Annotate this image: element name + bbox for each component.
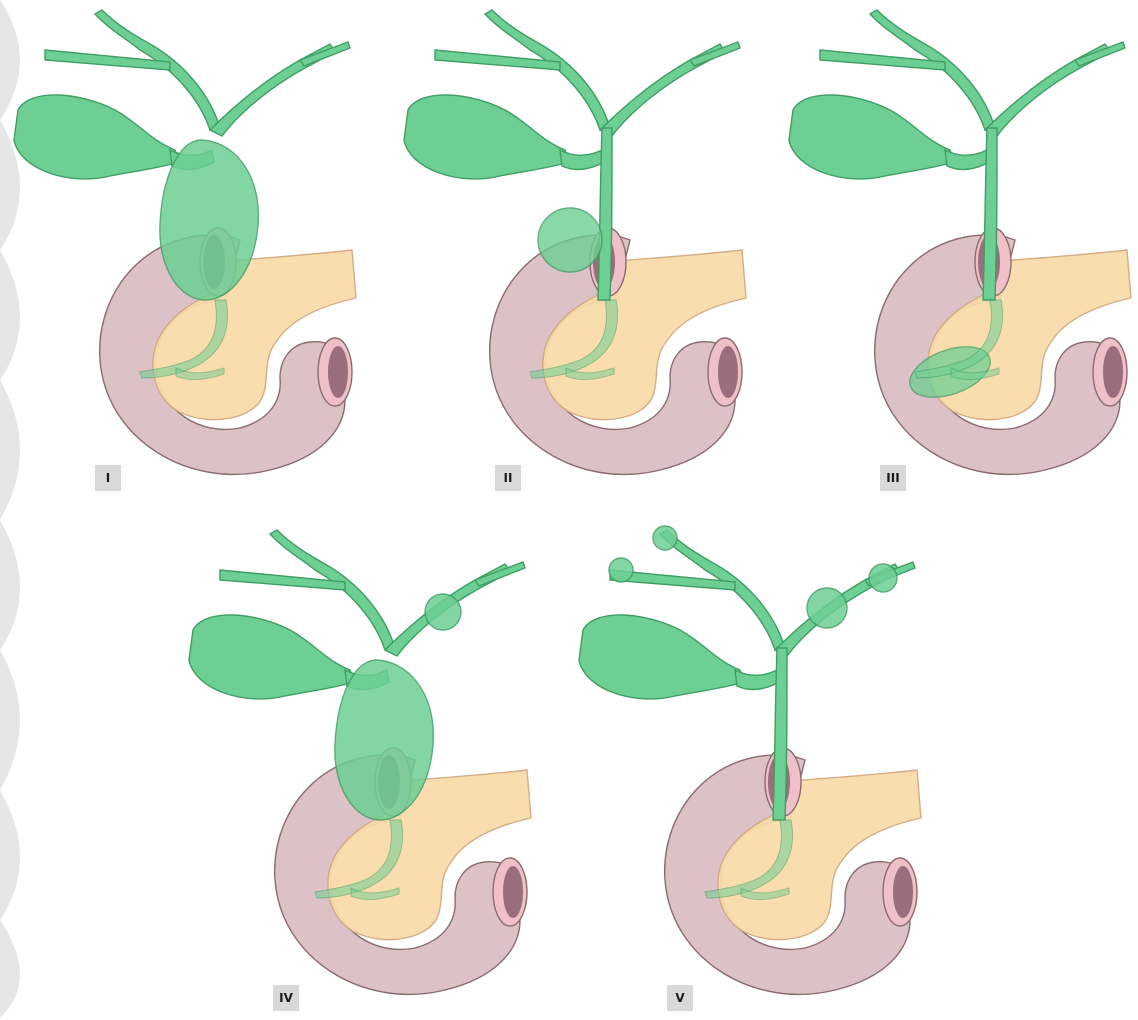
gallbladder-shape — [189, 615, 355, 699]
panel-illustration — [390, 0, 770, 500]
right-branch-duct — [475, 562, 525, 586]
duodenum-distal-lumen — [893, 866, 913, 918]
panel-type-ii: II — [390, 0, 770, 500]
gallbladder-shape — [404, 95, 570, 179]
panel-type-iv: IV — [175, 520, 555, 1018]
duodenum-distal-lumen — [718, 346, 738, 398]
gallbladder-shape — [789, 95, 955, 179]
panel-label: V — [667, 985, 693, 1011]
gallbladder-shape — [579, 615, 745, 699]
panel-label: I — [95, 465, 121, 491]
panel-illustration — [175, 520, 555, 1020]
intrahepatic-cyst — [869, 564, 897, 592]
gallbladder-shape — [14, 95, 180, 179]
intrahepatic-cyst — [609, 558, 633, 582]
right-branch-duct — [300, 42, 350, 66]
intrahepatic-cyst — [807, 588, 847, 628]
panel-label: III — [880, 465, 906, 491]
panel-type-i: I — [0, 0, 380, 500]
cystic-duct — [945, 150, 989, 169]
cystic-duct — [735, 670, 779, 689]
right-branch-duct — [690, 42, 740, 66]
panel-label: IV — [273, 985, 299, 1011]
right-branch-duct — [1075, 42, 1125, 66]
panel-illustration — [775, 0, 1138, 500]
diverticulum-cyst-shape — [538, 208, 602, 272]
panel-type-iii: III — [775, 0, 1138, 500]
duodenum-distal-lumen — [503, 866, 523, 918]
intrahepatic-cyst — [425, 594, 461, 630]
duodenum-distal-lumen — [1103, 346, 1123, 398]
cystic-duct — [560, 150, 604, 169]
duodenum-distal-lumen — [328, 346, 348, 398]
panel-label: II — [495, 465, 521, 491]
intrahepatic-cyst — [653, 526, 677, 550]
panel-illustration — [0, 0, 380, 500]
panel-illustration — [565, 520, 945, 1020]
panel-type-v: V — [565, 520, 945, 1018]
